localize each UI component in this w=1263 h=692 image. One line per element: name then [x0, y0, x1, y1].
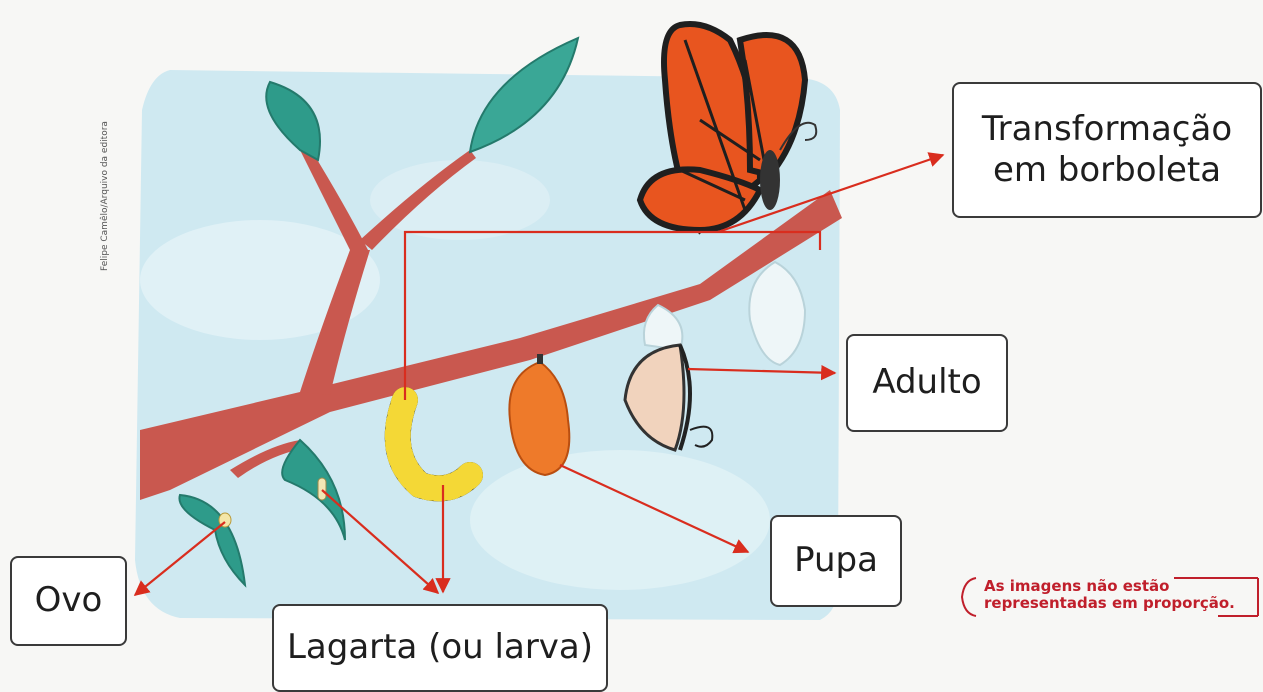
- credit-text: Felipe Camêlo/Arquivo da editora: [100, 121, 110, 271]
- label-egg: Ovo: [10, 556, 127, 646]
- label-transformation-line1: Transformação: [982, 109, 1232, 150]
- label-transformation-line2: em borboleta: [993, 150, 1221, 191]
- label-caterpillar-text: Lagarta (ou larva): [287, 627, 593, 668]
- label-caterpillar: Lagarta (ou larva): [272, 604, 608, 692]
- note-text: As imagens não estão representadas em pr…: [984, 578, 1235, 611]
- label-transformation: Transformação em borboleta: [952, 82, 1262, 218]
- label-egg-text: Ovo: [35, 580, 103, 621]
- label-pupa: Pupa: [770, 515, 902, 607]
- note-line2: representadas em proporção.: [984, 595, 1235, 612]
- note-line1: As imagens não estão: [984, 578, 1235, 595]
- label-pupa-text: Pupa: [794, 540, 878, 581]
- label-adult-text: Adulto: [872, 362, 981, 403]
- proportion-note: As imagens não estão representadas em pr…: [958, 576, 1260, 618]
- small-caterpillar: [318, 478, 326, 500]
- label-adult: Adulto: [846, 334, 1008, 432]
- image-credit: Felipe Camêlo/Arquivo da editora: [98, 96, 112, 296]
